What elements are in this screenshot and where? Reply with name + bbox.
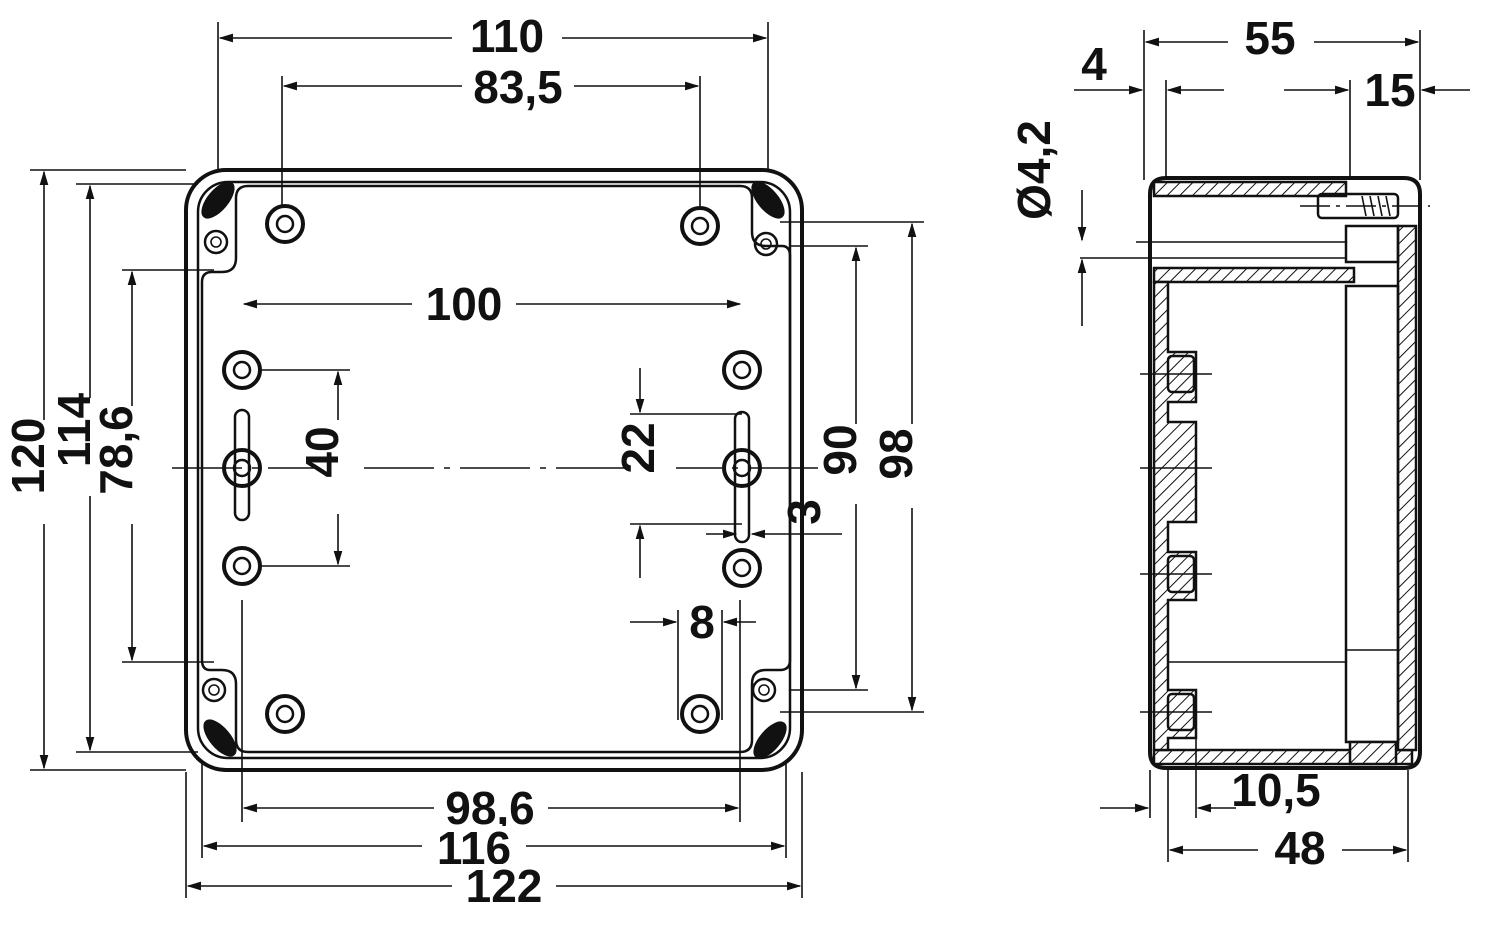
dim-98-6: 98,6 [445, 782, 535, 834]
dim-120: 120 [2, 418, 54, 495]
side-wall-top-inner [1152, 266, 1356, 284]
mount-hole-top-left [265, 204, 305, 244]
dim-98: 98 [870, 428, 922, 479]
dim-122: 122 [466, 860, 543, 912]
side-wall-bottom [1152, 748, 1414, 766]
corner-hole-top-right [753, 231, 779, 257]
corner-screw-bottom-left [203, 719, 237, 757]
corner-screw-bottom-right [753, 721, 787, 759]
pcb-hole-right-3 [722, 548, 762, 588]
dim-10-5: 10,5 [1231, 764, 1321, 816]
side-lid-inner [1344, 284, 1400, 744]
keyhole-slot-right [733, 410, 751, 544]
pcb-hole-left-1 [222, 350, 262, 390]
corner-hole-bottom-right [751, 677, 777, 703]
lid-inner-outline [200, 184, 792, 754]
dim-83-5: 83,5 [473, 61, 563, 113]
dim-48: 48 [1274, 822, 1325, 874]
mount-hole-bottom-right [680, 694, 720, 734]
corner-hole-bottom-left [201, 677, 227, 703]
dim-78-6: 78,6 [90, 405, 142, 495]
side-view: 55 4 15 Ø4,2 10,5 48 [1008, 12, 1470, 874]
side-wall-lid [1396, 224, 1418, 752]
keyhole-slot-left [233, 408, 251, 522]
pcb-hole-left-3 [222, 546, 262, 586]
corner-hole-top-left [203, 229, 229, 255]
pcb-hole-right-1 [722, 350, 762, 390]
side-wall-top [1152, 180, 1348, 198]
dim-4: 4 [1081, 38, 1107, 90]
dim-55: 55 [1244, 12, 1295, 64]
dim-3: 3 [778, 499, 830, 525]
dim-40: 40 [296, 426, 348, 477]
dim-8: 8 [689, 596, 715, 648]
side-lid-corner-bottom [1348, 740, 1398, 766]
enclosure-inner-outline [196, 180, 792, 760]
dim-22: 22 [612, 422, 664, 473]
dim-15: 15 [1364, 64, 1415, 116]
dim-110: 110 [470, 10, 544, 62]
mount-hole-top-right [680, 206, 720, 246]
side-wall-back [1152, 280, 1198, 752]
dim-90: 90 [814, 424, 866, 475]
front-view: 110 83,5 100 40 22 3 8 [2, 10, 936, 912]
corner-screw-top-left [201, 181, 235, 219]
dim-100: 100 [426, 278, 503, 330]
enclosure-outer-outline [184, 168, 804, 772]
corner-screw-top-right [751, 181, 785, 219]
side-body-outline [1148, 176, 1422, 770]
side-lid-gasket [1344, 224, 1400, 264]
dim-dia-4-2: Ø4,2 [1008, 120, 1060, 220]
mount-hole-bottom-left [265, 694, 305, 734]
dim-114: 114 [48, 392, 100, 467]
